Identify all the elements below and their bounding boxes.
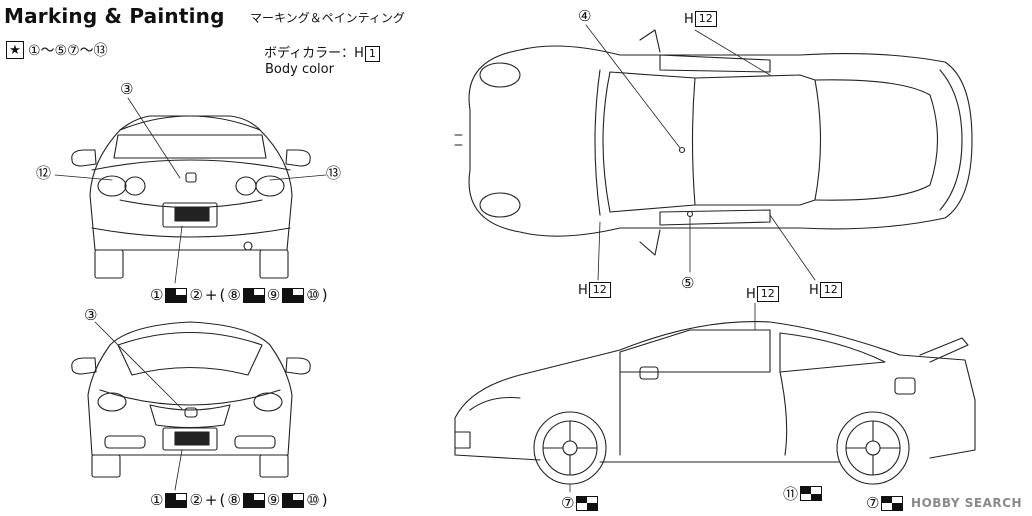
callout-12: ⑫ [36, 164, 52, 182]
checker-decal-icon [800, 486, 823, 501]
left-paren: ( [219, 286, 226, 304]
callout-8: ⑧ [227, 491, 241, 509]
body-color-english: Body color [265, 62, 334, 77]
callout-4: ④ [578, 7, 592, 25]
arrow-chip-icon [242, 492, 265, 508]
paint-prefix: H [578, 282, 588, 298]
page-title: Marking & Painting [4, 4, 225, 28]
paint-prefix: H [746, 286, 756, 302]
body-color-label-jp: ボディカラー：H [264, 46, 364, 61]
arrow-chip-icon [165, 492, 188, 508]
page-title-japanese: マーキング＆ペインティング [250, 11, 405, 25]
front-view-drawing [71, 321, 311, 478]
side-decal-label: ⑪ [783, 483, 823, 504]
callout-5: ⑤ [681, 274, 695, 292]
checker-decal-icon [576, 495, 599, 511]
top-view-drawing [454, 29, 973, 256]
callout-3-front: ③ [84, 306, 98, 324]
star-icon: ★ [6, 41, 24, 59]
callout-10: ⑩ [306, 491, 320, 509]
callout-9: ⑨ [266, 491, 281, 509]
side-view-drawing [454, 321, 976, 485]
callout-3-rear: ③ [120, 80, 134, 98]
paint-prefix: H [809, 282, 819, 298]
arrow-chip-icon [165, 287, 188, 303]
callout-1: ① [150, 491, 164, 509]
arrow-chip-icon [282, 492, 305, 508]
callout-13: ⑬ [326, 164, 342, 182]
legend-line: ★ ①～⑤⑦～⑬ [6, 40, 108, 60]
leader-lines [54, 24, 816, 493]
callout-8: ⑧ [227, 286, 241, 304]
legend-sequence: ①～⑤⑦～⑬ [28, 43, 108, 59]
callout-9: ⑨ [266, 286, 281, 304]
callout-10: ⑩ [306, 286, 320, 304]
rear-view-drawing [71, 115, 311, 279]
watermark: HOBBY SEARCH [911, 496, 1022, 510]
arrow-chip-icon [282, 287, 305, 303]
right-paren: ) [321, 491, 328, 509]
body-color-code: 1 [364, 46, 380, 62]
plus-sign: + [204, 491, 218, 509]
callout-7: ⑦ [561, 494, 575, 512]
callout-11: ⑪ [783, 485, 799, 503]
callout-2: ② [189, 491, 203, 509]
paint-prefix: H [684, 11, 694, 27]
arrow-chip-icon [242, 287, 265, 303]
callout-2: ② [189, 286, 203, 304]
callout-1: ① [150, 286, 164, 304]
decal-sequence-rear: ① ② + ( ⑧ ⑨ ⑩ ) [150, 286, 328, 304]
paint-code: 12 [819, 282, 842, 298]
right-paren: ) [321, 286, 328, 304]
checker-decal-icon [881, 495, 904, 511]
wheel-decal-label-front: ⑦ [561, 494, 599, 512]
wheel-decal-label-rear: ⑦ [866, 494, 904, 512]
plus-sign: + [204, 286, 218, 304]
left-paren: ( [219, 491, 226, 509]
paint-code: 12 [588, 282, 611, 298]
paint-code: 12 [694, 11, 717, 27]
decal-sequence-front: ① ② + ( ⑧ ⑨ ⑩ ) [150, 491, 328, 509]
callout-7: ⑦ [866, 494, 880, 512]
paint-code: 12 [756, 286, 779, 302]
